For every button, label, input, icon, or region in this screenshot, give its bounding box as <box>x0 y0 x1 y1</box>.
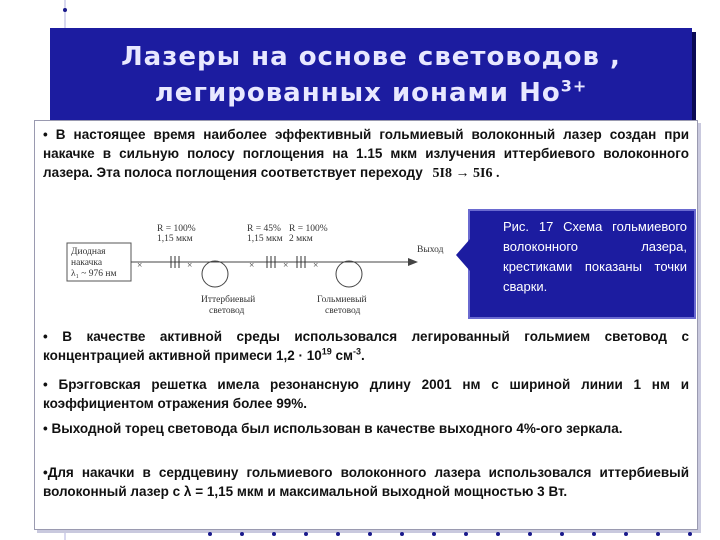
grating-1-wavelength: 1,15 мкм <box>157 234 193 244</box>
decorative-dot <box>272 532 276 536</box>
decorative-dot <box>208 532 212 536</box>
splice-cross-icon-2: × <box>187 261 192 271</box>
grating-3-icon <box>296 256 306 268</box>
paragraph-intro-text: • В настоящее время наиболее эффективный… <box>43 127 689 180</box>
grating-1-reflectance: R = 100% <box>157 224 196 234</box>
grating-2-icon <box>266 256 276 268</box>
grating-2-reflectance: R = 45% <box>247 224 281 234</box>
concentration-exponent: 19 <box>321 346 332 357</box>
output-label: Выход <box>417 245 444 255</box>
decorative-dot <box>496 532 500 536</box>
ho-fiber-label-2: световод <box>325 306 361 316</box>
laser-scheme-diagram: Диодная накачка λ₁ ~ 976 нм × R = 100% 1… <box>66 224 444 316</box>
decorative-dot <box>688 532 692 536</box>
splice-cross-icon-5: × <box>313 261 318 271</box>
figure-caption-text: Рис. 17 Схема гольмиевого волоконного ла… <box>503 219 687 294</box>
decorative-dot <box>336 532 340 536</box>
ho-fiber-coil-icon <box>335 260 363 288</box>
output-arrow-icon <box>408 258 418 266</box>
splice-cross-icon-3: × <box>249 261 254 271</box>
transition-formula: 5I8 → 5I6 . <box>432 166 500 181</box>
decorative-dot <box>63 8 67 12</box>
paragraph-intro: • В настоящее время наиболее эффективный… <box>43 125 689 183</box>
page-title-line-1: Лазеры на основе световодов , <box>121 42 621 72</box>
title-line-2-text: легированных ионами Ho <box>154 78 561 108</box>
grating-3-reflectance: R = 100% <box>289 224 328 234</box>
diode-label-3: λ₁ ~ 976 нм <box>71 269 117 279</box>
title-banner: Лазеры на основе световодов , легированн… <box>50 28 692 120</box>
decorative-dot <box>240 532 244 536</box>
grating-1-icon <box>170 256 180 268</box>
paragraph-active-medium: • В качестве активной среды использовалс… <box>43 327 689 365</box>
diode-label-1: Диодная <box>71 247 106 257</box>
decorative-dot <box>432 532 436 536</box>
yb-fiber-label-2: световод <box>209 306 245 316</box>
splice-cross-icon-1: × <box>137 261 142 271</box>
paragraph-bragg-grating: • Брэгговская решетка имела резонансную … <box>43 377 689 411</box>
decorative-dot <box>592 532 596 536</box>
concentration-unit: см <box>331 348 354 363</box>
title-superscript: 3+ <box>560 76 588 96</box>
grating-2-wavelength: 1,15 мкм <box>247 234 283 244</box>
figure-caption-callout: Рис. 17 Схема гольмиевого волоконного ла… <box>456 209 696 319</box>
grating-3-wavelength: 2 мкм <box>289 234 313 244</box>
paragraph-pumping: •Для накачки в сердцевину гольмиевого во… <box>43 465 689 499</box>
decorative-dot <box>560 532 564 536</box>
paragraph-active-medium-end: . <box>361 348 365 363</box>
ho-fiber-label-1: Гольмиевый <box>317 294 367 305</box>
decorative-dot <box>400 532 404 536</box>
content-panel: • В настоящее время наиболее эффективный… <box>34 120 698 530</box>
paragraph-active-medium-text: • В качестве активной среды использовалс… <box>43 329 689 363</box>
decorative-dot <box>656 532 660 536</box>
decorative-dot <box>528 532 532 536</box>
diode-label-2: накачка <box>71 258 103 268</box>
unit-exponent: -3 <box>353 346 362 357</box>
decorative-dot <box>464 532 468 536</box>
paragraph-output-mirror: • Выходной торец световода был использов… <box>43 421 623 436</box>
yb-fiber-label-1: Иттербиевый <box>201 294 255 305</box>
decorative-dot <box>368 532 372 536</box>
decorative-dot <box>624 532 628 536</box>
decorative-dot <box>304 532 308 536</box>
splice-cross-icon-4: × <box>283 261 288 271</box>
page-title-line-2: легированных ионами Ho3+ <box>50 78 692 108</box>
yb-fiber-coil-icon <box>201 260 229 288</box>
